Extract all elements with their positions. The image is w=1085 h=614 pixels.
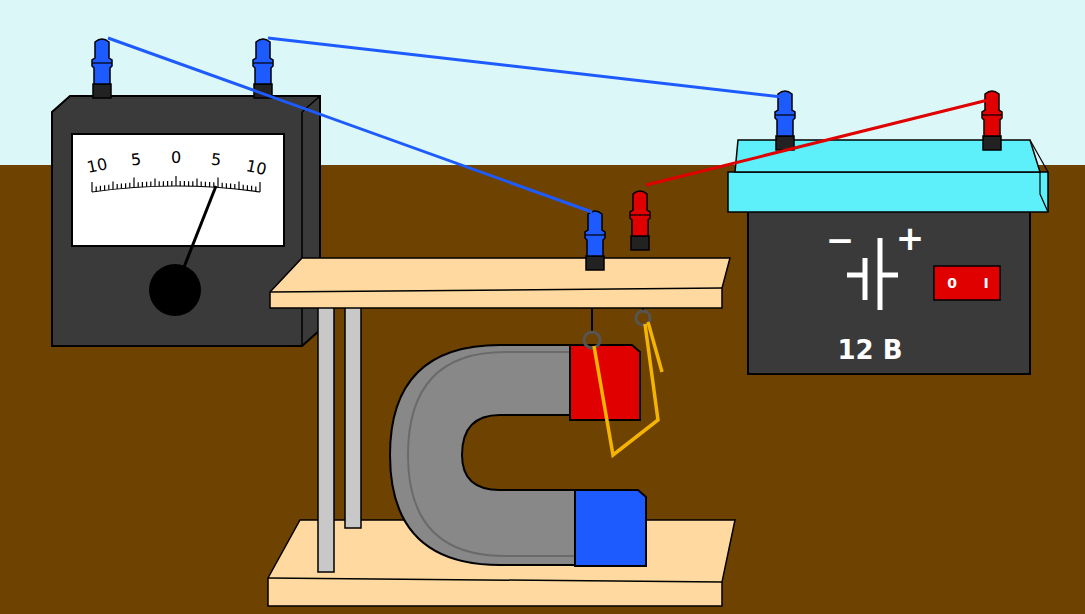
scale-number: 0 xyxy=(171,150,181,166)
scale-tick xyxy=(167,181,168,186)
scale-tick xyxy=(188,181,189,186)
scale-tick xyxy=(251,186,252,191)
scale-tick xyxy=(234,184,235,189)
scale-tick xyxy=(112,181,113,189)
scale-tick xyxy=(138,182,139,187)
wire-frame xyxy=(594,324,658,455)
voltage-label: 12 В xyxy=(837,337,902,363)
scale-tick xyxy=(180,181,181,186)
scale-tick xyxy=(243,185,244,190)
polarity-sign: + xyxy=(896,221,925,255)
scale-number: 5 xyxy=(210,152,222,169)
scale-tick xyxy=(259,182,260,192)
scale-tick xyxy=(230,184,231,189)
hooks xyxy=(584,308,650,348)
horseshoe-magnet xyxy=(390,345,646,566)
scale-tick xyxy=(226,183,227,188)
scale-tick xyxy=(104,185,105,190)
scale-tick xyxy=(175,176,176,186)
scale-tick xyxy=(125,183,126,188)
stand xyxy=(268,300,735,606)
scale-tick xyxy=(163,181,164,186)
scale-tick xyxy=(184,181,185,186)
scale-tick xyxy=(247,185,248,190)
scale-tick xyxy=(209,182,210,187)
scale-number: 10 xyxy=(85,156,108,176)
scale-number: 10 xyxy=(244,158,267,178)
scale-tick xyxy=(196,178,197,186)
top-plank xyxy=(270,258,730,308)
polarity-sign: − xyxy=(826,223,855,257)
scale-tick xyxy=(96,186,97,191)
scale-tick xyxy=(129,183,130,188)
scale-tick xyxy=(146,182,147,187)
scale-tick xyxy=(100,186,101,191)
scale-tick xyxy=(238,181,239,189)
scale-tick xyxy=(121,184,122,189)
scale-tick xyxy=(217,178,218,188)
switch-mark: I xyxy=(983,276,988,290)
scale-tick xyxy=(117,184,118,189)
battery xyxy=(728,140,1048,374)
scale-number: 5 xyxy=(130,152,142,169)
scale-tick xyxy=(255,186,256,191)
scale-tick xyxy=(142,182,143,187)
scale-tick xyxy=(91,182,92,192)
scale-tick xyxy=(192,181,193,186)
scale-tick xyxy=(150,182,151,187)
switch xyxy=(934,266,1000,300)
cell-symbol xyxy=(847,238,898,310)
scale-tick xyxy=(133,178,134,188)
scale-tick xyxy=(154,178,155,186)
scale-tick xyxy=(108,185,109,190)
scale-tick xyxy=(171,181,172,186)
switch-mark: 0 xyxy=(947,276,957,290)
scale-tick xyxy=(222,183,223,188)
connecting-wires xyxy=(108,38,988,212)
scale-tick xyxy=(205,182,206,187)
scale-tick xyxy=(159,181,160,186)
scale-tick xyxy=(201,182,202,187)
